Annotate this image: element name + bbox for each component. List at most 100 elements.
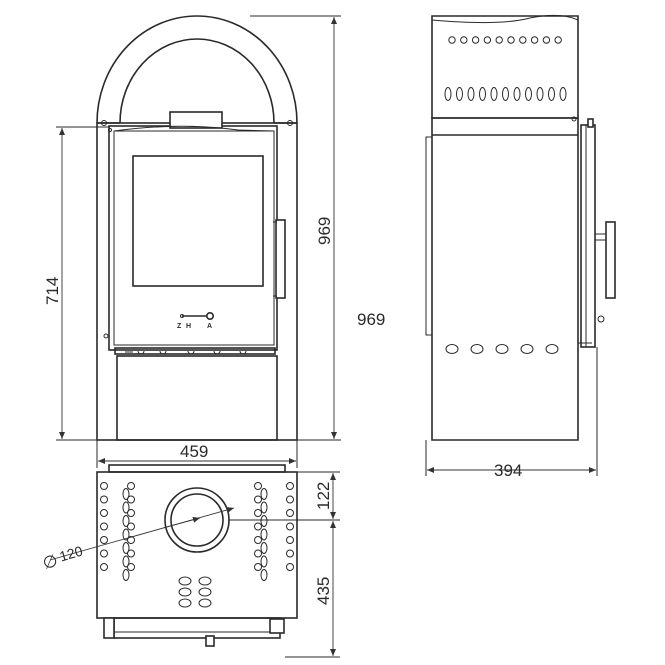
vent-slot <box>444 87 452 101</box>
vent-slot <box>198 587 212 597</box>
top-dimensions: 122 435 ∅ 120 <box>40 471 340 658</box>
vent-slot <box>260 542 268 554</box>
vent-slot <box>548 87 555 101</box>
vent-slot <box>122 488 130 500</box>
vent-hole <box>495 36 503 44</box>
vent-hole <box>100 495 108 504</box>
vent-slot <box>467 87 475 101</box>
vent-hole <box>483 36 492 44</box>
vent-hole <box>254 563 262 571</box>
vent-slot <box>445 344 459 354</box>
vent-slot <box>178 576 192 586</box>
vent-hole <box>460 36 468 44</box>
vent-hole <box>254 509 262 517</box>
vent-hole <box>100 522 108 531</box>
side-body <box>431 117 579 441</box>
control-label-a: A <box>207 323 212 330</box>
vent-hole <box>100 509 108 517</box>
dim-front-height: 969 <box>315 217 334 245</box>
vent-slot <box>122 569 130 581</box>
vent-slot <box>470 344 484 354</box>
vent-hole <box>254 522 262 531</box>
vent-slot <box>122 501 130 514</box>
dim-door-height: 714 <box>43 277 62 305</box>
vent-hole <box>127 522 135 531</box>
top-vents <box>100 482 294 581</box>
front-view: Z H A <box>96 15 298 441</box>
vent-hole <box>286 522 294 531</box>
vent-hole <box>542 36 551 44</box>
vent-hole <box>507 36 515 44</box>
vent-hole <box>471 36 480 44</box>
door-handle <box>275 219 286 299</box>
front-body <box>96 122 298 441</box>
flue-inner <box>170 493 224 547</box>
vent-slot <box>545 344 559 354</box>
control-label-z: Z <box>177 323 182 330</box>
vent-slot <box>122 555 130 568</box>
side-door-profile <box>580 124 596 348</box>
vent-hole <box>254 482 262 490</box>
vent-hole <box>286 482 294 490</box>
control-label-h: H <box>186 323 191 330</box>
side-handle <box>605 221 616 299</box>
vent-hole <box>530 36 539 44</box>
vent-hole <box>448 36 456 44</box>
side-lower-vents <box>445 344 559 354</box>
vent-slot <box>122 542 130 554</box>
vent-hole <box>286 509 294 517</box>
vent-hole <box>254 495 262 504</box>
vent-slot <box>525 87 532 101</box>
flue-outer <box>164 487 230 553</box>
front-arch-inner <box>119 38 275 124</box>
vent-slot <box>260 488 268 500</box>
vent-slot <box>536 87 544 101</box>
side-top-vents <box>444 36 567 101</box>
vent-hole <box>127 509 135 517</box>
vent-slot <box>122 515 130 527</box>
vent-hole <box>127 482 135 490</box>
dim-side-height: 969 <box>357 310 385 329</box>
vent-hole <box>286 549 294 558</box>
vent-slot <box>502 87 509 101</box>
vent-slot <box>479 87 486 101</box>
vent-hole <box>127 495 135 504</box>
vent-slot <box>198 576 212 586</box>
vent-hole <box>286 495 294 504</box>
vent-slot <box>178 587 192 597</box>
vent-slot <box>260 569 268 581</box>
top-view <box>96 464 298 647</box>
door-glass <box>132 155 264 287</box>
vent-hole <box>100 482 108 490</box>
dim-top-depth: 435 <box>314 577 333 605</box>
dim-flue-diameter: 120 <box>58 543 85 565</box>
diameter-symbol: ∅ <box>40 551 59 573</box>
top-center-vents <box>178 576 212 608</box>
vent-slot <box>559 87 567 101</box>
side-dimensions: 394 <box>425 347 598 480</box>
vent-slot <box>122 528 130 541</box>
dim-front-width: 459 <box>180 442 208 461</box>
vent-hole <box>254 536 262 544</box>
front-dimensions: 714 969 459 <box>43 15 341 468</box>
vent-hole <box>127 563 135 571</box>
vent-hole <box>286 536 294 544</box>
dim-side-depth: 394 <box>494 461 522 480</box>
vent-slot <box>513 87 521 101</box>
vent-hole <box>127 549 135 558</box>
vent-hole <box>254 549 262 558</box>
vent-slot <box>260 515 268 527</box>
vent-hole <box>100 563 108 571</box>
front-arch-outer <box>96 15 298 124</box>
vent-slot <box>456 87 463 101</box>
vent-slot <box>260 528 268 541</box>
side-view <box>425 14 616 441</box>
dim-flue-offset: 122 <box>314 482 333 510</box>
vent-slot <box>198 598 212 608</box>
vent-hole <box>286 563 294 571</box>
vent-slot <box>260 501 268 514</box>
top-deflector <box>169 111 223 129</box>
vent-slot <box>520 344 534 354</box>
vent-slot <box>178 598 192 608</box>
